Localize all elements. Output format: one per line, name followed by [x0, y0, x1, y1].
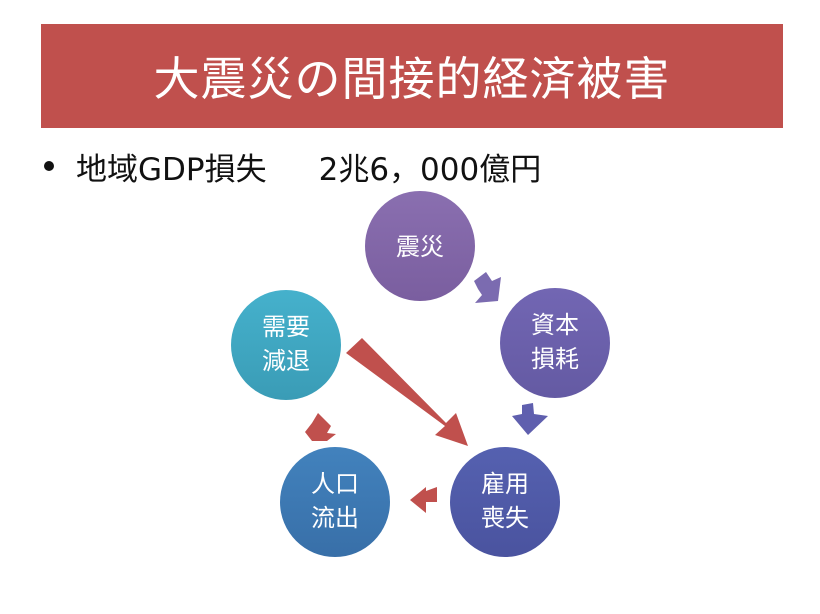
title-banner: 大震災の間接的経済被害: [41, 24, 783, 128]
node-demand-label-line2: 減退: [262, 347, 310, 375]
page-title: 大震災の間接的経済被害: [153, 52, 671, 106]
arrow-quake-to-capital: [474, 272, 501, 303]
node-employment-label-line1: 雇用: [481, 470, 529, 498]
arrow-demand-to-employment: [346, 338, 468, 446]
node-employment: 雇用 喪失: [450, 447, 560, 557]
node-population-label-line2: 流出: [311, 504, 359, 532]
node-quake-label: 震災: [396, 233, 444, 261]
gdp-loss-label: 地域GDP損失: [76, 151, 267, 188]
arrow-employment-to-population: [410, 487, 437, 513]
gdp-loss-value: 2兆6，000億円: [318, 151, 542, 188]
node-quake: 震災: [365, 191, 475, 301]
gdp-loss-bullet: 地域GDP損失 2兆6，000億円: [44, 144, 541, 188]
node-capital: 資本 損耗: [500, 288, 610, 398]
node-population: 人口 流出: [280, 447, 390, 557]
node-capital-label-line1: 資本: [531, 311, 579, 339]
node-capital-label-line2: 損耗: [531, 345, 579, 373]
node-employment-label-line2: 喪失: [481, 504, 529, 532]
arrow-population-to-demand: [305, 413, 336, 441]
node-demand: 需要 減退: [231, 290, 341, 400]
bullet-dot-icon: [44, 161, 54, 171]
arrow-capital-to-employment: [512, 403, 548, 435]
node-population-label-line1: 人口: [311, 470, 359, 498]
node-demand-label-line1: 需要: [262, 313, 310, 341]
